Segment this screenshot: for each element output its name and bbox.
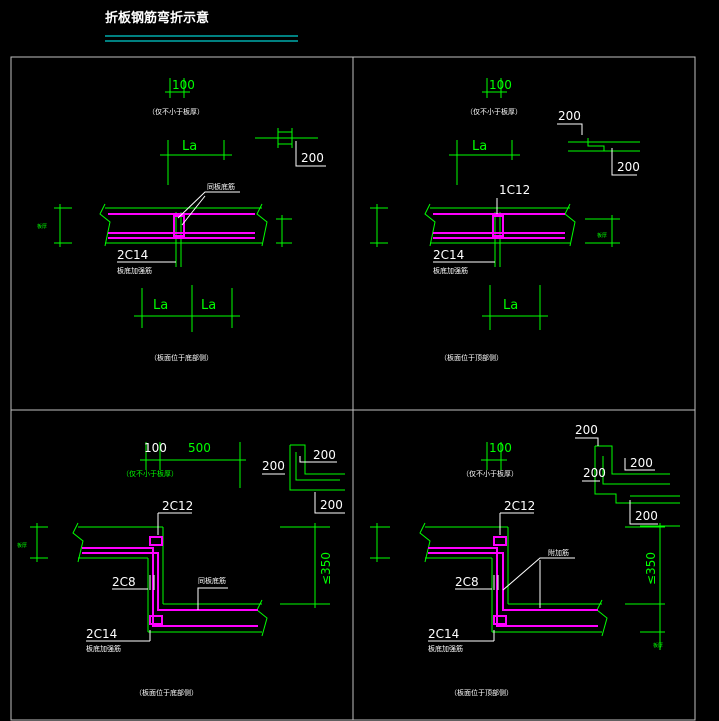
bl-detail-lines [289,444,345,491]
bl-detail-200-c: 200 [320,498,343,512]
bl-caption: （板面位于底部侧） [135,688,198,697]
br-slab-rebar [428,536,598,627]
tr-thickness-tag: 板厚 [597,232,607,239]
panel-top-left: 100 （仅不小于板厚） La 200 [37,78,326,362]
tr-dim-la-bottom: La [503,298,518,313]
br-detail-200-d: 200 [635,509,658,523]
tr-dim-la-bottom-lines [482,285,548,330]
tl-slab-outline [99,203,268,267]
bl-dim-350: ≤350 [319,552,333,585]
br-detail-200-b: 200 [630,456,653,470]
br-detail-200-a: 200 [575,423,598,437]
panel-bottom-left: 100 500 （仅不小于板厚） 200 200 200 [17,441,345,697]
br-caption: （板面位于顶部侧） [450,688,513,697]
tr-detail-lines [568,138,640,152]
br-rebar-note: 板底加强筋 [428,644,463,653]
tl-note-top: （仅不小于板厚） [148,107,204,116]
tr-rebar-label-top: 1C12 [499,183,530,197]
bl-note-top: （仅不小于板厚） [122,469,178,478]
tr-detail-200-bottom: 200 [617,160,640,174]
bl-dim-100: 100 [144,441,167,455]
tr-dim-la-top-lines [449,140,520,185]
drawing-frame [10,56,696,721]
bl-leader [197,587,228,610]
tl-dim-100: 100 [172,78,195,92]
tl-thickness-tag: 板厚 [37,223,47,230]
br-thickness-tag: 板厚 [653,642,663,649]
tl-rebar-note: 板底加强筋 [117,266,152,275]
tl-detail-leader [295,141,326,167]
br-detail-200-c: 200 [583,466,606,480]
tl-leader [177,191,240,219]
bl-thickness-tag: 板厚 [17,542,27,549]
br-dim-350: ≤350 [644,552,658,585]
br-stirrup-mark [493,575,499,590]
panel-top-right: 100 （仅不小于板厚） La 200 200 [370,78,640,362]
bl-leader-label: 同板底筋 [198,576,226,585]
tr-caption: （板面位于顶部侧） [440,353,503,362]
br-thickness-dims [370,523,665,650]
tl-dim-la-top-lines [160,140,232,185]
bl-rebar-label-top: 2C12 [162,499,193,513]
br-slab-outline [419,522,608,637]
drawing-title: 折板钢筋弯折示意 [105,10,209,26]
tr-dim-100: 100 [489,78,512,92]
br-dim-100-lines [481,442,507,470]
tr-detail-leader-top [557,123,583,135]
tr-rebar-note: 板底加强筋 [433,266,468,275]
bl-dim-500: 500 [188,441,211,455]
tl-dim-la-bottom-lines [134,285,240,332]
tl-dim-la-bottom-left: La [153,298,168,313]
br-rebar-label-mid: 2C8 [455,575,479,589]
tl-dim-la-bottom-right: La [201,298,216,313]
panel-bottom-right: 100 （仅不小于板厚） 200 200 200 200 [370,423,680,697]
tl-caption: （板面位于底部侧） [150,353,213,362]
tl-leader-label: 同板底筋 [207,182,235,191]
tr-thickness-dims [370,204,620,247]
bl-slab-rebar [82,536,258,627]
tr-dim-100-lines [482,78,507,98]
bl-rebar-label-mid: 2C8 [112,575,136,589]
tl-dim-100-lines [165,78,190,98]
bl-rebar-note: 板底加强筋 [86,644,121,653]
bl-rebar-label-bottom: 2C14 [86,627,117,641]
bl-slab-outline [72,522,268,637]
br-rebar-label-top: 2C12 [504,499,535,513]
bl-stirrup-mark [149,575,155,590]
br-dim-100: 100 [489,441,512,455]
bl-detail-200-a: 200 [262,459,285,473]
tr-detail-200-top: 200 [558,109,581,123]
bl-dim-100-500-lines [140,442,246,488]
bl-thickness-dims [30,523,330,608]
br-leader [502,557,575,591]
tr-slab-outline [424,203,576,267]
br-leader-label: 附加筋 [548,548,569,557]
tr-dim-la-top: La [472,139,487,154]
tl-dim-la-top: La [182,139,197,154]
tl-rebar-label: 2C14 [117,248,148,262]
tr-rebar-label: 2C14 [433,248,464,262]
tr-slab-rebar [433,213,565,239]
br-rebar-label-bottom: 2C14 [428,627,459,641]
bl-detail-200-b: 200 [313,448,336,462]
tl-detail-200: 200 [301,151,324,165]
tr-note-top: （仅不小于板厚） [466,107,522,116]
br-note-top: （仅不小于板厚） [462,469,518,478]
tl-thickness-dims [54,204,292,247]
tr-detail-leader-bottom [611,148,637,176]
tl-detail-lines [255,128,318,148]
